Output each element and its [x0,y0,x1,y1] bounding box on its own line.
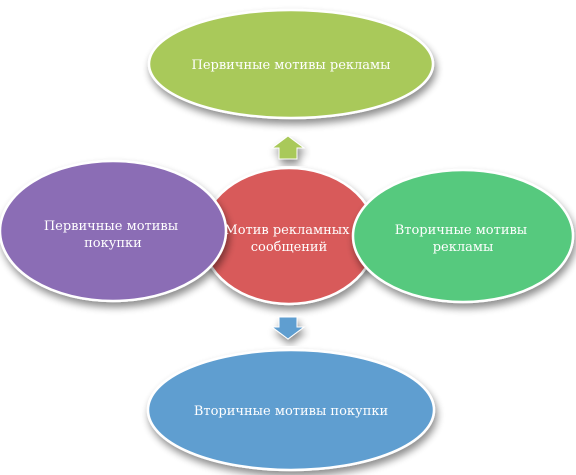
node-top: Первичные мотивы рекламы [147,8,435,120]
node-left-shape [0,159,228,303]
node-center-line-1: Мотив рекламных [224,223,350,238]
node-left-line-1: Первичные мотивы [44,219,178,234]
node-bottom: Вторичные мотивы покупки [146,348,436,472]
node-top-shape [147,8,435,120]
node-right-shape [351,168,575,304]
arrow-down-icon [270,316,306,340]
node-bottom-line-1: Вторичные мотивы покупки [194,404,388,419]
node-right: Вторичные мотивы рекламы [351,168,575,304]
node-bottom-shape [146,348,436,472]
node-center-label: Мотив рекламных сообщений [224,223,353,255]
node-bottom-label: Вторичные мотивы покупки [194,404,388,419]
node-right-line-1: Вторичные мотивы [395,223,527,238]
node-left: Первичные мотивы покупки [0,159,228,303]
node-top-label: Первичные мотивы рекламы [192,58,391,73]
node-left-line-2: покупки [84,236,142,251]
arrow-up-icon [270,135,306,160]
node-center-line-2: сообщений [251,240,328,255]
node-right-label: Вторичные мотивы рекламы [395,223,532,255]
node-right-line-2: рекламы [433,240,494,255]
node-top-line-1: Первичные мотивы рекламы [192,58,391,73]
node-left-label: Первичные мотивы покупки [44,219,182,251]
